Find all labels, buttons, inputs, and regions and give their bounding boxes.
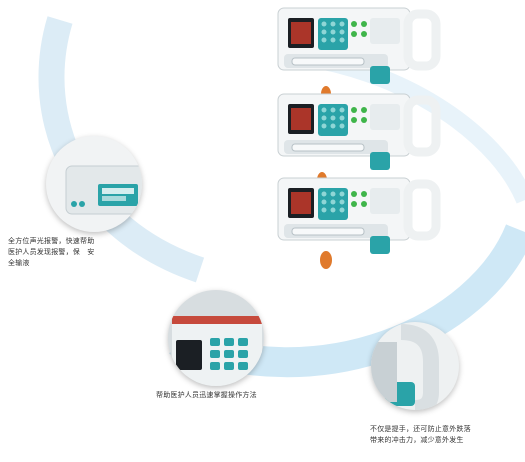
alarm-caption: 全方位声光报警，快速帮助 医护人员发现报警，保 安 全输液 xyxy=(8,236,118,269)
alarm-caption-line-2: 医护人员发现报警，保 安 xyxy=(8,248,95,256)
operation-caption: 帮助医护人员迅速掌握操作方法 xyxy=(156,391,257,399)
pump-unit-middle xyxy=(277,93,441,188)
handle-illustration xyxy=(371,324,439,410)
handle-caption-line-1: 不仅是提手，还可防止意外跌落 xyxy=(370,425,471,433)
alarm-panel-illustration xyxy=(65,165,142,215)
alarm-caption-line-3: 全输液 xyxy=(8,259,30,267)
alarm-caption-line-1: 全方位声光报警，快速帮助 xyxy=(8,237,95,245)
keypad-illustration xyxy=(172,316,262,386)
handle-caption-line-2: 带来的冲击力，减少意外发生 xyxy=(370,436,464,444)
handle-closeup-circle xyxy=(371,322,459,410)
keypad-closeup-circle xyxy=(168,290,264,386)
alarm-closeup-circle xyxy=(46,136,142,232)
syringe-pump-stack xyxy=(277,7,441,269)
handle-caption: 不仅是提手，还可防止意外跌落 带来的冲击力，减少意外发生 xyxy=(370,424,510,446)
pump-unit-bottom xyxy=(277,177,441,269)
pump-unit-top xyxy=(277,7,441,102)
